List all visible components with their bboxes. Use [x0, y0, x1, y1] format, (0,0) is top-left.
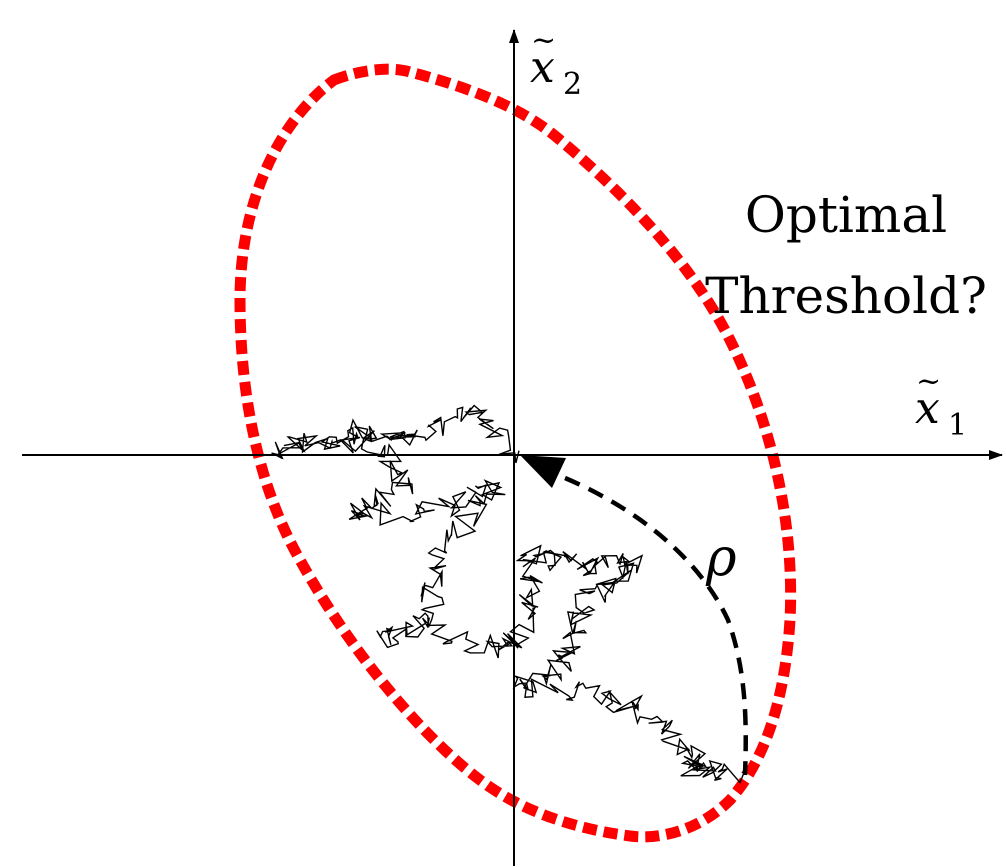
y-axis-label: x ~ 2 — [530, 23, 582, 102]
threshold-label-line1: Optimal — [745, 186, 947, 244]
x-axis-label: x ~ 1 — [915, 364, 967, 443]
rho-arc-arrowhead — [520, 455, 566, 488]
rho-label: ρ — [705, 528, 737, 588]
svg-text:~: ~ — [531, 23, 556, 58]
svg-text:~: ~ — [916, 364, 941, 399]
rho-distance-arc — [564, 475, 748, 776]
svg-text:1: 1 — [948, 408, 967, 443]
optimal-threshold-ellipse — [234, 63, 797, 843]
threshold-label-line2: Threshold? — [705, 267, 987, 325]
threshold-annotation: Optimal Threshold? — [705, 186, 987, 325]
random-walk-path — [271, 404, 747, 784]
svg-text:2: 2 — [563, 67, 582, 102]
svg-text:x: x — [915, 383, 940, 434]
svg-text:x: x — [530, 42, 555, 93]
